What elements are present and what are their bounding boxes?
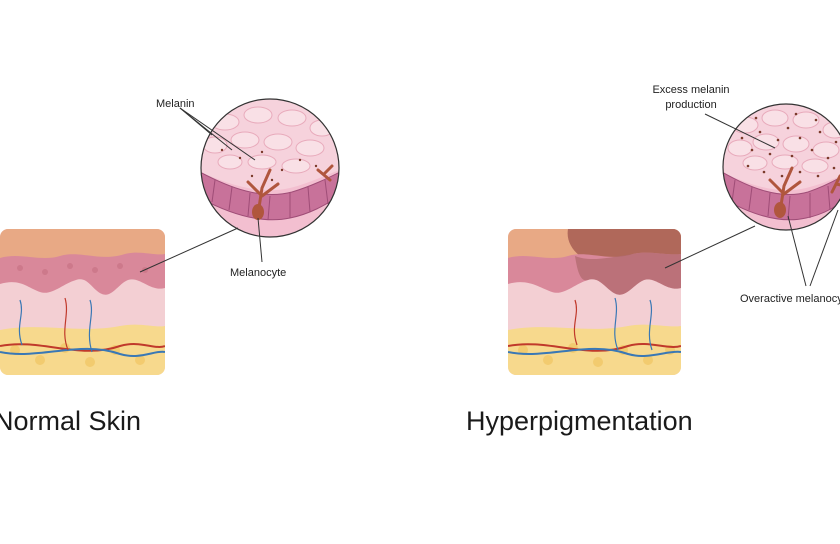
epidermis-layer <box>0 252 165 295</box>
vein-line <box>508 347 681 357</box>
melanin-label: Melanin <box>156 98 195 110</box>
overactive-melanocytes-label: Overactive melanocytes <box>740 293 840 305</box>
excess-melanin-label-line1: Excess melanin <box>652 84 729 96</box>
hyperpigmented-skin-block <box>508 229 681 375</box>
normal-skin-block <box>0 229 165 375</box>
normal-skin-title: Normal Skin <box>0 406 141 436</box>
melanocyte-label: Melanocyte <box>230 267 286 279</box>
normal-skin-magnified-circle <box>200 98 340 238</box>
overactive-melanocyte-cell <box>768 166 840 218</box>
hyperpigmented-magnified-circle <box>722 103 840 231</box>
melanocyte-cell <box>246 164 334 220</box>
hyperpigmentation-title: Hyperpigmentation <box>466 406 693 436</box>
artery-line <box>0 343 165 352</box>
excess-melanin-label-line2: production <box>665 99 716 111</box>
basal-layer <box>723 171 840 221</box>
excess-melanin-granules <box>740 112 838 178</box>
vein-line <box>0 347 165 357</box>
